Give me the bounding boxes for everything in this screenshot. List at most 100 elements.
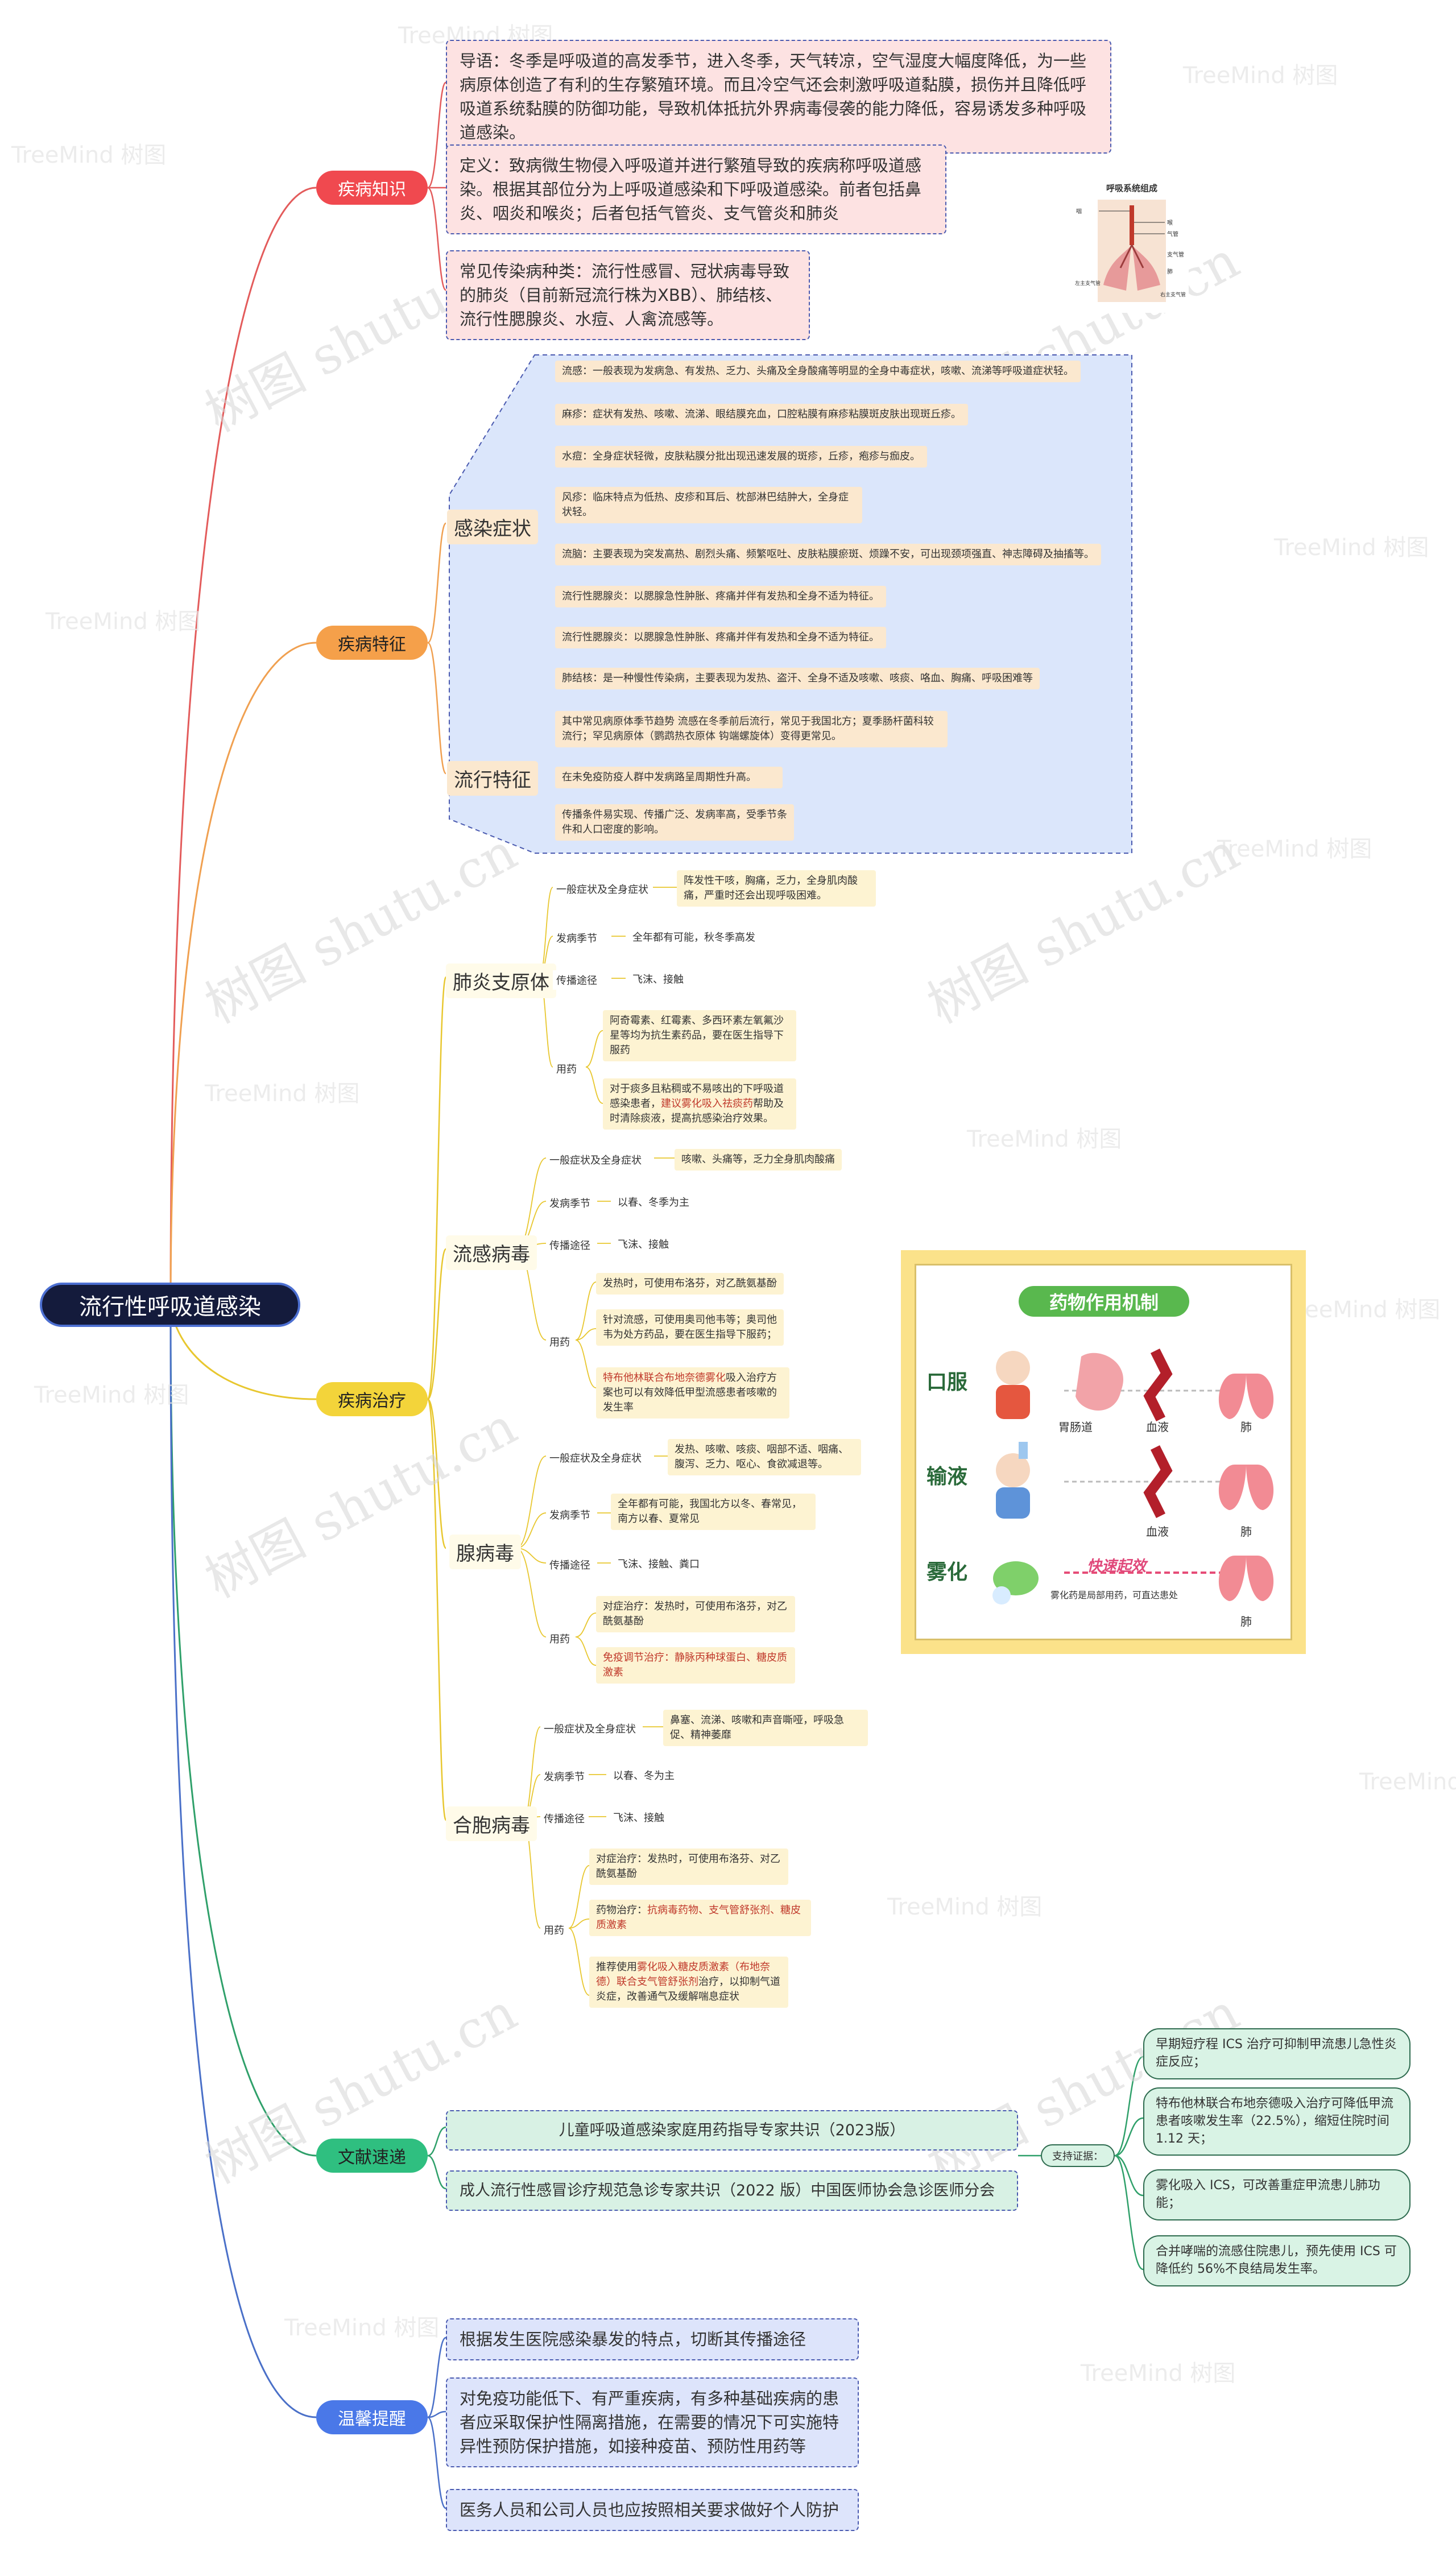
flu-drug-antipyretic[interactable]: 发热时，可使用布洛芬，对乙酰氨基酚 xyxy=(596,1273,784,1295)
rsv-drug-antiviral[interactable]: 药物治疗：抗病毒药物、支气管舒张剂、糖皮质激素 xyxy=(589,1900,811,1937)
respiratory-system-figure: 呼吸系统组成 咽 喉 气管 支气管 肺 左主支气管 右主支气管 xyxy=(1075,182,1189,313)
edge-features xyxy=(169,642,317,1303)
figure-label: 支气管 xyxy=(1167,251,1184,258)
edge-tips xyxy=(169,1319,317,2418)
flu-drug-label: 用药 xyxy=(546,1332,573,1351)
mechanism-oral: 口服 xyxy=(926,1371,968,1394)
mechanism-title: 药物作用机制 xyxy=(1019,1286,1189,1317)
edge-tips-children xyxy=(427,2337,446,2509)
rsv-symptom[interactable]: 鼻塞、流涕、咳嗽和声音嘶哑，呼吸急促、精神萎靡 xyxy=(663,1710,868,1747)
evidence-4[interactable]: 合并哮喘的流感住院患儿，预先使用 ICS 可降低约 56%不良结局发生率。 xyxy=(1143,2235,1410,2286)
oral-label-lung: 肺 xyxy=(1240,1420,1252,1434)
edge-knowledge xyxy=(169,187,317,1303)
treatment-adenovirus[interactable]: 腺病毒 xyxy=(449,1535,521,1569)
iv-label-blood: 血液 xyxy=(1146,1525,1169,1539)
adeno-season-label: 发病季节 xyxy=(546,1505,594,1524)
drug-text: 药物治疗： xyxy=(596,1904,647,1916)
literature-support-label[interactable]: 支持证据： xyxy=(1041,2144,1115,2167)
symptom-measles[interactable]: 麻疹：症状有发热、咳嗽、流涕、眼结膜充血，口腔粘膜有麻疹粘膜斑皮肤出现斑丘疹。 xyxy=(555,404,968,426)
edge-treatment-topics xyxy=(427,976,447,1821)
drug-highlight: 抗病毒药物、支气管舒张剂、糖皮质激素 xyxy=(596,1904,801,1932)
neb-label-lung: 肺 xyxy=(1240,1615,1252,1628)
flu-drug-nebulized[interactable]: 特布他林联合布地奈德雾化吸入治疗方案也可以有效降低甲型流感患者咳嗽的发生率 xyxy=(596,1367,789,1419)
symptom-tuberculosis[interactable]: 肺结核：是一种慢性传染病，主要表现为发热、盗汗、全身不适及咳嗽、咳痰、咯血、胸痛… xyxy=(555,668,1040,690)
mycoplasma-route[interactable]: 飞沫、接触 xyxy=(632,974,684,986)
figure-label: 肺 xyxy=(1167,268,1173,275)
epi-seasonal[interactable]: 其中常见病原体季节趋势 流感在冬季前后流行，常见于我国北方；夏季肠杆菌科较流行；… xyxy=(555,711,948,748)
epi-transmission[interactable]: 传播条件易实现、传播广泛、发病率高，受季节条件和人口密度的影响。 xyxy=(555,804,794,841)
rsv-symptom-label: 一般症状及全身症状 xyxy=(540,1719,639,1738)
mycoplasma-season[interactable]: 全年都有可能，秋冬季高发 xyxy=(632,932,755,944)
flu-route[interactable]: 飞沫、接触 xyxy=(618,1239,669,1251)
nebulization-route-illustration xyxy=(992,1556,1274,1605)
mechanism-nebulization: 雾化 xyxy=(926,1561,968,1584)
evidence-3[interactable]: 雾化吸入 ICS，可改善重症甲流患儿肺功能； xyxy=(1143,2169,1410,2220)
symptom-mumps-2[interactable]: 流行性腮腺炎：以腮腺急性肿胀、疼痛并伴有发热和全身不适为特征。 xyxy=(555,627,886,649)
evidence-1[interactable]: 早期短疗程 ICS 治疗可抑制甲流患儿急性炎症反应； xyxy=(1143,2028,1410,2079)
flu-season[interactable]: 以春、冬季为主 xyxy=(618,1197,689,1209)
oral-label-blood: 血液 xyxy=(1146,1420,1169,1434)
branch-treatment[interactable]: 疾病治疗 xyxy=(316,1382,428,1416)
adeno-route[interactable]: 飞沫、接触、粪口 xyxy=(618,1558,700,1570)
treatment-rsv[interactable]: 合胞病毒 xyxy=(446,1806,537,1841)
knowledge-definition[interactable]: 定义：致病微生物侵入呼吸道并进行繁殖导致的疾病称呼吸道感染。根据其部位分为上呼吸… xyxy=(446,144,946,235)
branch-features[interactable]: 疾病特征 xyxy=(316,626,428,660)
adeno-drug-label: 用药 xyxy=(546,1629,573,1648)
treatment-mycoplasma[interactable]: 肺炎支原体 xyxy=(446,963,556,998)
iv-label-lung: 肺 xyxy=(1240,1525,1252,1539)
edge-literature xyxy=(169,1319,317,2157)
epi-periodic[interactable]: 在未免疫防疫人群中发病路呈周期性升高。 xyxy=(555,767,783,789)
literature-item-adults[interactable]: 成人流行性感冒诊疗规范急诊专家共识（2022 版）中国医师协会急诊医师分会 xyxy=(446,2170,1018,2211)
adeno-season[interactable]: 全年都有可能，我国北方以冬、春常见，南方以春、夏常见 xyxy=(611,1494,816,1531)
features-epi-title[interactable]: 流行特征 xyxy=(447,761,538,796)
symptom-mumps[interactable]: 流行性腮腺炎：以腮腺急性肿胀、疼痛并伴有发热和全身不适为特征。 xyxy=(555,586,886,608)
adeno-drug-immune[interactable]: 免疫调节治疗：静脉丙种球蛋白、糖皮质激素 xyxy=(596,1647,795,1684)
rsv-drug-label: 用药 xyxy=(540,1920,568,1940)
mycoplasma-season-label: 发病季节 xyxy=(553,928,601,948)
symptom-chickenpox[interactable]: 水痘：全身症状轻微，皮肤粘膜分批出现迅速发展的斑疹，丘疹，疱疹与痂皮。 xyxy=(555,446,927,468)
adeno-drug-symptomatic[interactable]: 对症治疗：发热时，可使用布洛芬，对乙酰氨基酚 xyxy=(596,1596,795,1633)
neb-note: 雾化药是局部用药，可直达患处 xyxy=(1050,1590,1178,1601)
symptom-meningitis[interactable]: 流脑：主要表现为突发高热、剧烈头痛、频繁呕吐、皮肤粘膜瘀斑、烦躁不安，可出现颈项… xyxy=(555,544,1101,566)
branch-knowledge[interactable]: 疾病知识 xyxy=(316,171,428,205)
tip-1[interactable]: 根据发生医院感染暴发的特点，切断其传播途径 xyxy=(446,2318,859,2361)
edge-treatment xyxy=(169,1308,317,1400)
mycoplasma-symptom[interactable]: 阵发性干咳，胸痛，乏力，全身肌肉酸痛，严重时还会出现呼吸困难。 xyxy=(677,870,876,907)
figure-label: 右主支气管 xyxy=(1160,291,1186,298)
tip-3[interactable]: 医务人员和公司人员也应按照相关要求做好个人防护 xyxy=(446,2489,859,2532)
knowledge-common-diseases[interactable]: 常见传染病种类：流行性感冒、冠状病毒导致的肺炎（目前新冠流行株为XBB）、肺结核… xyxy=(446,250,810,341)
drug-text: 免疫调节治疗： xyxy=(603,1652,675,1664)
respiratory-illustration: 咽 喉 气管 支气管 肺 左主支气管 右主支气管 xyxy=(1075,200,1186,302)
tip-2[interactable]: 对免疫功能低下、有严重疾病，有多种基础疾病的患者应采取保护性隔离措施，在需要的情… xyxy=(446,2377,859,2468)
drug-highlight: 建议雾化吸入祛痰药 xyxy=(661,1098,753,1110)
figure-label: 咽 xyxy=(1076,208,1082,215)
flu-drug-oseltamivir[interactable]: 针对流感，可使用奥司他韦等；奥司他韦为处方药品，要在医生指导下服药； xyxy=(596,1309,784,1346)
mycoplasma-drug-label: 用药 xyxy=(553,1059,580,1078)
literature-item-children[interactable]: 儿童呼吸道感染家庭用药指导专家共识（2023版） xyxy=(446,2110,1018,2151)
rsv-route[interactable]: 飞沫、接触 xyxy=(613,1812,664,1824)
symptom-rubella[interactable]: 风疹：临床特点为低热、皮疹和耳后、枕部淋巴结肿大，全身症状轻。 xyxy=(555,487,862,524)
drug-mechanism-panel: 药物作用机制 口服 胃肠道 血液 肺 输液 血液 肺 雾化 xyxy=(901,1250,1306,1654)
rsv-drug-nebulized[interactable]: 推荐使用雾化吸入糖皮质激素（布地奈德）联合支气管舒张剂治疗，以抑制气道炎症，改善… xyxy=(589,1957,788,2008)
figure-label: 气管 xyxy=(1167,230,1178,238)
features-symptoms-title[interactable]: 感染症状 xyxy=(447,510,538,544)
figure-label: 左主支气管 xyxy=(1075,280,1101,287)
rsv-season[interactable]: 以春、冬为主 xyxy=(613,1770,675,1782)
treatment-flu[interactable]: 流感病毒 xyxy=(446,1235,537,1270)
root-topic[interactable]: 流行性呼吸道感染 xyxy=(40,1283,300,1327)
drug-highlight: 特布他林联合布地奈德雾化 xyxy=(603,1372,726,1384)
mycoplasma-drug-nebulized[interactable]: 对于痰多且粘稠或不易咳出的下呼吸道感染患者，建议雾化吸入祛痰药帮助及时清除痰液，… xyxy=(603,1078,796,1130)
branch-tips[interactable]: 温馨提醒 xyxy=(316,2400,428,2434)
rsv-drug-symptomatic[interactable]: 对症治疗：发热时，可使用布洛芬、对乙酰氨基酚 xyxy=(589,1849,788,1885)
flu-symptom[interactable]: 咳嗽、头痛等，乏力全身肌肉酸痛 xyxy=(675,1149,842,1171)
edge-k1 xyxy=(427,81,447,189)
adeno-symptom[interactable]: 发热、咳嗽、咳痰、咽部不适、咽痛、腹泻、乏力、呕心、食欲减退等。 xyxy=(668,1439,861,1476)
evidence-2[interactable]: 特布他林联合布地奈德吸入治疗可降低甲流患者咳嗽发生率（22.5%），缩短住院时间… xyxy=(1143,2087,1410,2156)
branch-literature[interactable]: 文献速递 xyxy=(316,2139,428,2173)
rsv-season-label: 发病季节 xyxy=(540,1767,588,1786)
mycoplasma-drug-antibiotics[interactable]: 阿奇霉素、红霉素、多西环素左氧氟沙星等均为抗生素药品，要在医生指导下服药 xyxy=(603,1010,796,1062)
knowledge-intro[interactable]: 导语：冬季是呼吸道的高发季节，进入冬季，天气转凉，空气湿度大幅度降低，为一些病原… xyxy=(446,40,1111,154)
adeno-route-label: 传播途径 xyxy=(546,1555,594,1574)
symptom-flu[interactable]: 流感：一般表现为发病急、有发热、乏力、头痛及全身酸痛等明显的全身中毒症状，咳嗽、… xyxy=(555,361,1081,383)
drug-text: 帮助及时清除痰液，提高抗感染治疗效果。 xyxy=(610,1098,784,1125)
